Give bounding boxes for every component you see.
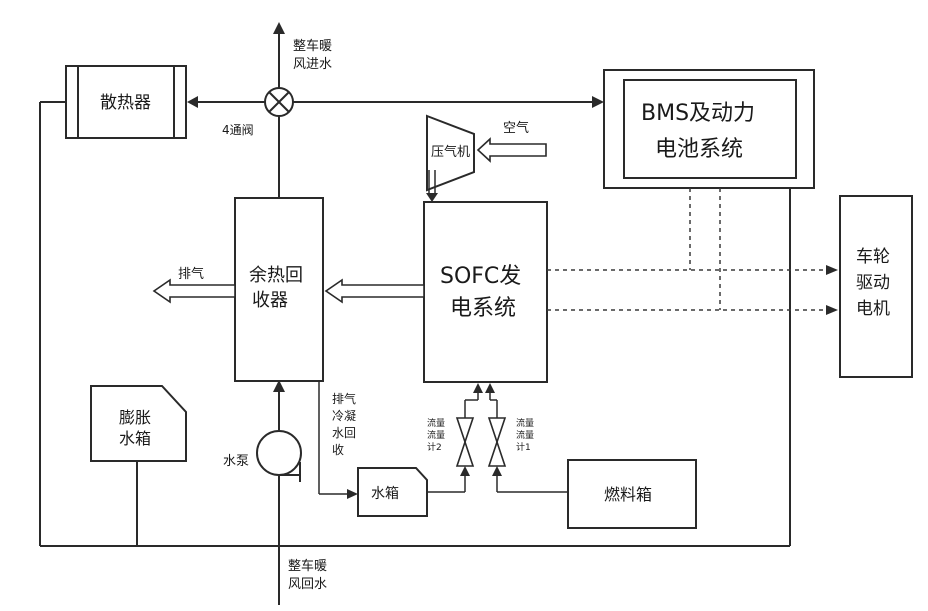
electrical-connections: [547, 188, 838, 315]
expansion-tank-label-2: 水箱: [119, 429, 151, 448]
bms-label-2: 电池系统: [655, 137, 743, 162]
compressor-label: 压气机: [431, 144, 470, 160]
sofc-power-system: [424, 202, 547, 382]
sofc-label-1: SOFC发: [440, 264, 521, 289]
flowmeter-2: [457, 383, 483, 466]
air-arrow: [478, 139, 546, 161]
water-tank-label: 水箱: [371, 486, 399, 502]
wheel-motor-label-3: 电机: [856, 299, 890, 319]
bms-battery-system: [604, 70, 814, 188]
flowmeter-1-label-2: 流量: [516, 429, 534, 441]
heater-return-label-1: 整车暖: [288, 558, 327, 574]
flowmeter-1-label-1: 流量: [516, 417, 534, 429]
heat-recovery-label-1: 余热回: [249, 265, 303, 286]
wheel-motor-label-2: 驱动: [856, 273, 890, 293]
bms-label-1: BMS及动力: [641, 101, 755, 126]
water-pump-label: 水泵: [223, 454, 249, 469]
condensate-label-1: 排气: [332, 391, 356, 406]
arrow-left-radiator: [187, 96, 198, 108]
flowmeter-2-label-3: 计2: [427, 441, 442, 453]
sofc-exhaust-arrow: [326, 280, 424, 302]
arrow-right-bms: [592, 96, 604, 108]
radiator-label: 散热器: [100, 93, 151, 113]
condensate-label-3: 水回: [332, 426, 356, 440]
arrow-up-top: [273, 22, 285, 34]
condensate-label-4: 收: [332, 443, 344, 457]
exhaust-arrow: [154, 280, 235, 302]
four-way-valve: [265, 88, 293, 116]
flowmeter-1: [485, 383, 505, 466]
flowmeter-1-label-3: 计1: [516, 441, 531, 453]
sofc-label-2: 电系统: [450, 296, 516, 321]
condensate-label-2: 冷凝: [332, 408, 356, 423]
wheel-motor-label-1: 车轮: [856, 247, 890, 267]
heat-recovery-label-2: 收器: [252, 290, 288, 311]
four-way-valve-label: 4通阀: [222, 123, 254, 137]
fuel-tank-label: 燃料箱: [604, 485, 652, 504]
flowmeter-2-label-2: 流量: [427, 429, 445, 441]
air-label: 空气: [503, 120, 529, 136]
heater-inlet-label-2: 风进水: [293, 57, 332, 72]
heater-return-label-2: 风回水: [288, 577, 327, 592]
expansion-tank-label-1: 膨胀: [119, 408, 151, 427]
water-pump: [257, 431, 301, 482]
exhaust-label: 排气: [178, 266, 204, 282]
heater-inlet-label-1: 整车暖: [293, 38, 332, 54]
flowmeter-2-label-1: 流量: [427, 417, 445, 429]
